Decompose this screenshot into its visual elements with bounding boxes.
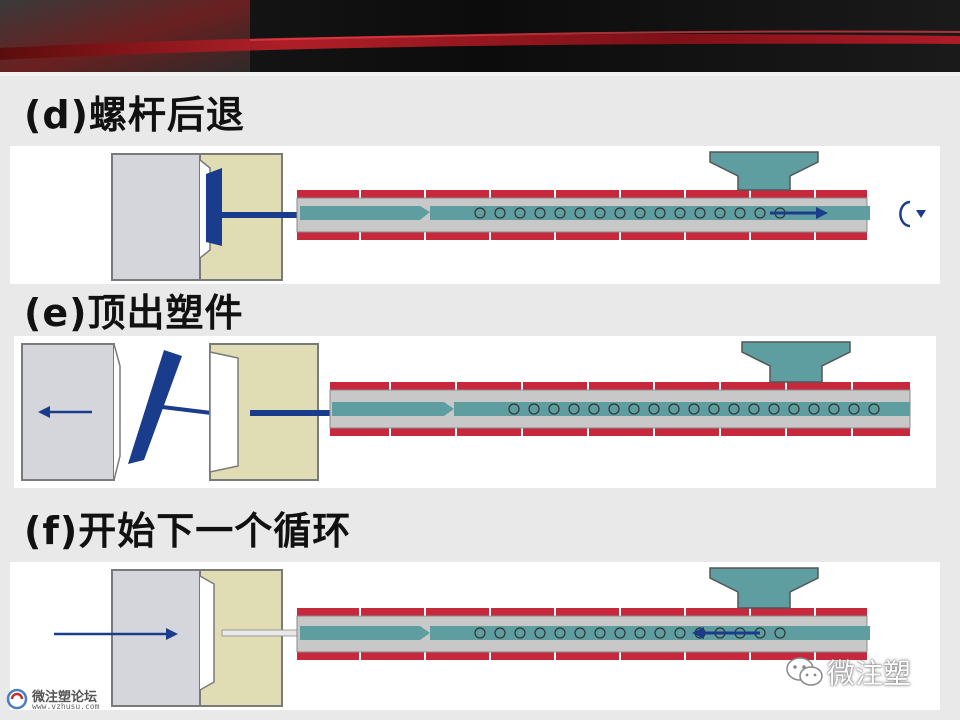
heater-bands-top — [330, 382, 910, 390]
moving-platen — [111, 569, 203, 707]
hopper — [709, 567, 819, 609]
watermark-left-url: www.vzhusu.com — [32, 702, 100, 711]
wechat-icon — [786, 657, 823, 686]
watermark-left-text: 微注塑论坛 — [32, 690, 98, 705]
heater-bands-bottom — [330, 428, 910, 436]
watermark-left: 微注塑论坛 www.vzhusu.com — [6, 686, 146, 716]
molded-part — [206, 168, 222, 246]
diagram-panel-d — [10, 146, 940, 284]
diagram-panel-e — [14, 336, 936, 488]
forward-arrow-icon — [692, 627, 704, 639]
rotation-icon — [899, 200, 911, 228]
heading-d-screw-retract: (d)螺杆后退 — [24, 93, 245, 137]
close-arrow-icon — [166, 628, 178, 640]
watermark-right: 微注塑 — [785, 652, 955, 692]
watermark-right-text: 微注塑 — [827, 657, 912, 690]
heading-e-eject-part: (e)顶出塑件 — [24, 291, 244, 335]
heater-bands-bottom — [297, 652, 867, 660]
moving-platen — [111, 153, 203, 281]
heading-f-next-cycle: (f)开始下一个循环 — [24, 509, 352, 553]
hopper — [741, 341, 851, 383]
heater-bands-top — [297, 190, 867, 198]
diagram-panel-f — [10, 562, 940, 710]
heater-bands-top — [297, 608, 867, 616]
forum-logo-icon — [6, 688, 28, 710]
heater-bands-bottom — [297, 232, 867, 240]
hopper — [709, 151, 819, 191]
retract-arrow-icon — [816, 207, 828, 219]
open-arrow-icon — [38, 406, 50, 418]
top-banner — [0, 0, 960, 76]
